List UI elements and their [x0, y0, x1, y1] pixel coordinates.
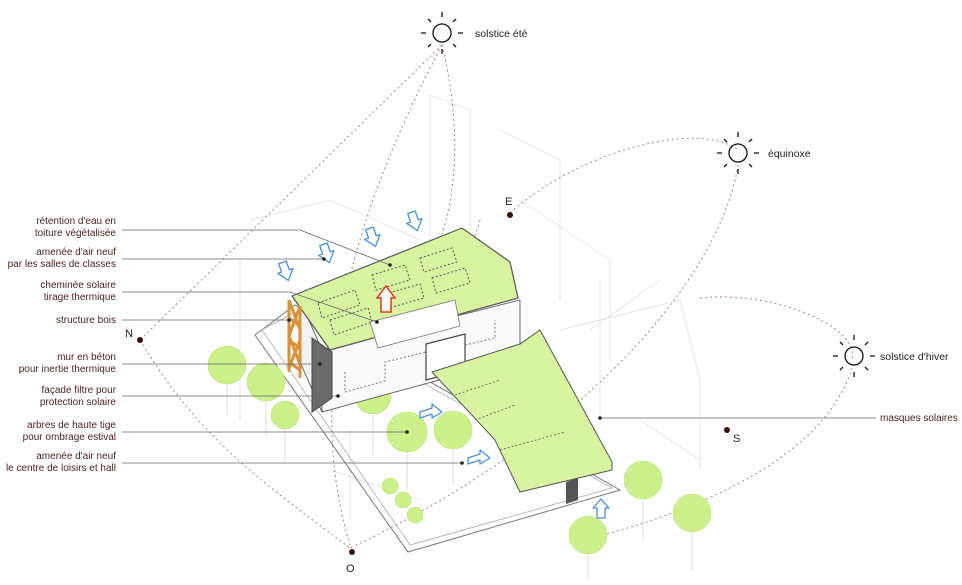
sun-equinox-label: équinoxe: [768, 148, 811, 160]
wing-dashed-outline: [454, 379, 566, 451]
label-facade-1: façade filtre pour: [42, 385, 117, 396]
air-down-arrow: [318, 242, 335, 264]
callout-dots: [287, 257, 602, 465]
timber-frame: [287, 299, 302, 378]
label-masques: masques solaires: [880, 413, 958, 424]
concrete-wall: [311, 337, 333, 413]
callout-leaders: [122, 229, 876, 464]
roof-patio: [369, 299, 461, 349]
sun-winter-label: solstice d'hiver: [880, 351, 949, 363]
tree: [207, 345, 247, 385]
cardinal-north: N: [125, 328, 133, 340]
air-down-arrow: [406, 210, 423, 232]
tree: [270, 400, 300, 430]
sun-summer-icon: [421, 12, 463, 54]
cardinal-dots: [137, 212, 730, 555]
air-down-arrow: [364, 226, 381, 248]
sun-equinox-icon: [717, 132, 759, 174]
facade-dashed-outline: [344, 320, 496, 393]
tree: [246, 362, 286, 402]
tree: [568, 515, 608, 555]
label-amenee-2: par les salles de classes: [8, 259, 116, 270]
air-in-arrow: [467, 449, 491, 465]
site-plate: [254, 304, 622, 553]
wing-pillar: [566, 478, 578, 504]
label-mur-1: mur en béton: [57, 352, 116, 363]
tree: [672, 493, 712, 533]
cardinal-west: O: [346, 563, 355, 575]
air-down-arrow: [277, 260, 294, 282]
air-in-arrow: [419, 403, 443, 419]
label-loisirs-1: amenée d'air neuf: [36, 451, 116, 462]
cardinal-east: E: [505, 196, 512, 208]
air-up-arrow: [592, 498, 610, 519]
label-arbres-1: arbres de haute tige: [27, 420, 116, 431]
label-structure: structure bois: [56, 315, 116, 326]
tree: [433, 410, 473, 450]
tree: [394, 491, 412, 509]
green-roof-wing: [431, 329, 613, 493]
label-cheminee-1: cheminée solaire: [40, 280, 116, 291]
label-facade-2: protection solaire: [40, 397, 117, 408]
sun-winter-icon: [833, 335, 875, 377]
label-retention-2: toiture végétalisée: [35, 228, 117, 239]
cardinal-south: S: [733, 433, 740, 445]
label-mur-2: pour inertie thermique: [19, 364, 117, 375]
sun-summer-label: solstice été: [475, 28, 528, 40]
label-arbres-2: pour ombrage estival: [23, 432, 116, 443]
label-amenee-1: amenée d'air neuf: [36, 247, 116, 258]
ghost-context-lines: [239, 94, 701, 520]
building: [287, 227, 613, 504]
callout-labels: rétention d'eau en toiture végétalisée a…: [6, 216, 117, 474]
airflow-arrows: [277, 210, 610, 519]
tree: [381, 477, 399, 495]
label-loisirs-2: le centre de loisirs et hall: [6, 463, 116, 474]
label-retention-1: rétention d'eau en: [36, 216, 116, 227]
tree: [406, 506, 424, 524]
green-roof-main: [291, 227, 519, 351]
label-cheminee-2: tirage thermique: [44, 292, 117, 303]
solar-chimney-arrow: [375, 284, 397, 313]
tree: [623, 460, 663, 500]
